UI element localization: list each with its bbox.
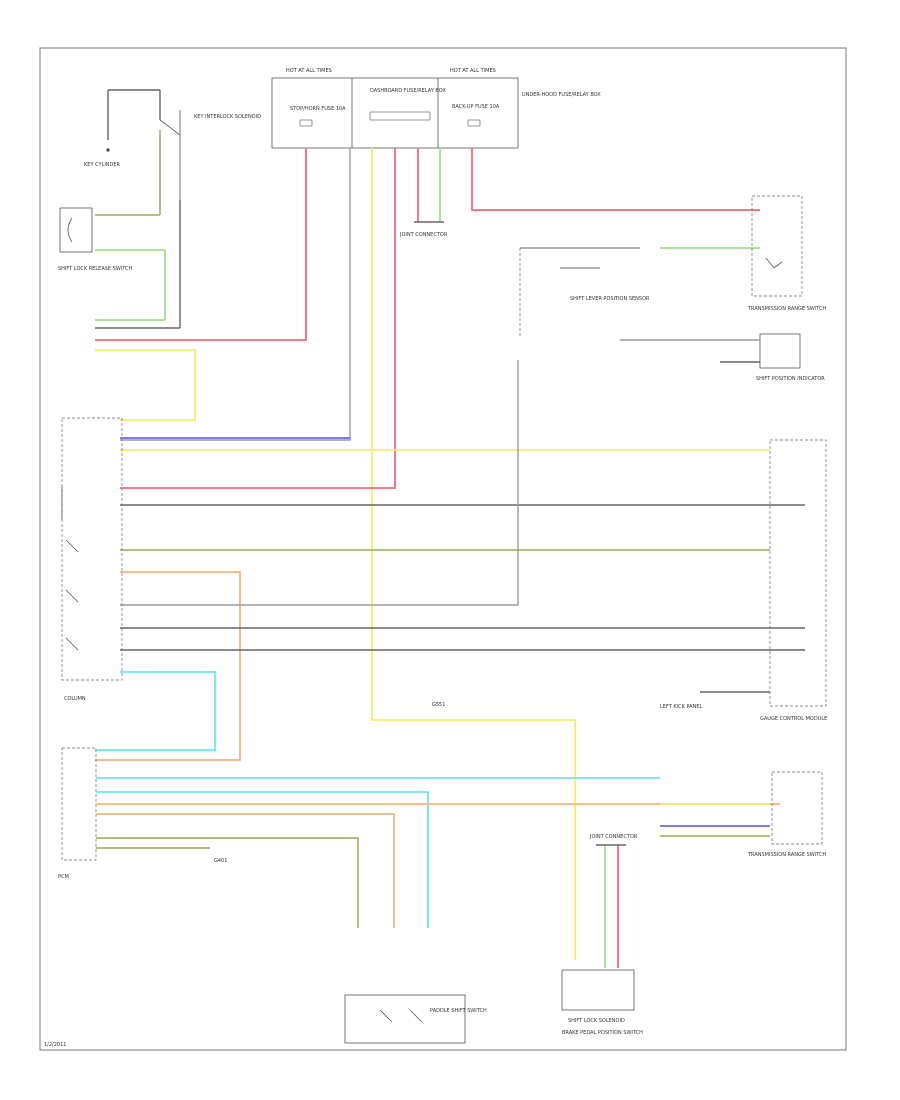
gray-wire-mid [120, 148, 351, 441]
red-wire-backup [471, 148, 760, 211]
yellow-wire-long [371, 148, 576, 960]
pcm-label: PCM [58, 874, 69, 880]
shift-lock-solenoid-label: SHIFT LOCK SOLENOID [568, 1018, 625, 1024]
steering-switch-label: PADDLE SHIFT SWITCH [430, 1008, 487, 1014]
corner-ref: 1/2/2011 [44, 1042, 66, 1048]
key-cylinder: KEY CYLINDER KEY INTERLOCK SOLENOID [84, 89, 261, 216]
yellow-wire-left [95, 349, 196, 421]
joint-connector-top-label: JOINT CONNECTOR [399, 232, 448, 238]
key-cylinder-label: KEY CYLINDER [84, 162, 121, 168]
shift-lock-release-block: COLUMN [61, 417, 123, 702]
g401-left-label: G401 [214, 858, 227, 864]
gauge-assembly-label: GAUGE CONTROL MODULE [760, 716, 827, 722]
orange-wire-h1 [95, 571, 241, 761]
transmission-range-label: TRANSMISSION RANGE SWITCH [747, 306, 826, 312]
right-lower-label: TRANSMISSION RANGE SWITCH [747, 852, 826, 858]
shift-lever-label: SHIFT LEVER POSITION SENSOR [570, 296, 650, 302]
brake-pedal-switch-label: BRAKE PEDAL POSITION SWITCH [562, 1030, 643, 1036]
dashboard-box-label: DASHBOARD FUSE/RELAY BOX [370, 88, 446, 94]
shift-lock-solenoid: SHIFT LOCK SOLENOID BRAKE PEDAL POSITION… [561, 969, 643, 1036]
transmission-range-switch: TRANSMISSION RANGE SWITCH [747, 195, 826, 312]
shift-position-label: SHIFT POSITION INDICATOR [756, 376, 825, 382]
column-label: COLUMN [64, 696, 86, 702]
joint-connector-mid-label: JOINT CONNECTOR [589, 834, 638, 840]
cyan-wire-h1 [95, 671, 216, 751]
fuse-stop-horn-label: STOP/HORN FUSE 10A [290, 106, 346, 112]
gray-wire-h2 [120, 360, 519, 606]
shift-lock-switch-label: SHIFT LOCK RELEASE SWITCH [58, 266, 133, 272]
interlock-solenoid-label: KEY INTERLOCK SOLENOID [194, 114, 261, 120]
red-wire-long [120, 148, 396, 489]
dashboard-fuse-box: HOT AT ALL TIMES HOT AT ALL TIMES DASHBO… [271, 68, 601, 149]
paddle-shift-switch: PADDLE SHIFT SWITCH [344, 994, 487, 1044]
fuse-backup-label: BACK-UP FUSE 10A [452, 104, 500, 110]
underhood-box-label: UNDER-HOOD FUSE/RELAY BOX [522, 92, 601, 98]
diagram-frame [39, 47, 847, 1051]
shift-lock-switch: SHIFT LOCK RELEASE SWITCH [58, 200, 181, 329]
pcm-block: PCM G401 [58, 747, 780, 928]
red-wire-stop-fuse [95, 148, 307, 341]
shift-position-indicator: SHIFT POSITION INDICATOR [756, 333, 825, 382]
gauge-control-module: GAUGE CONTROL MODULE LEFT KICK PANEL [660, 439, 827, 722]
g-bottom-label: G551 [432, 702, 445, 708]
fuse-box-left-label: HOT AT ALL TIMES [286, 68, 332, 74]
fuse-box-right-label: HOT AT ALL TIMES [450, 68, 496, 74]
right-lower-connector: TRANSMISSION RANGE SWITCH [660, 771, 826, 858]
left-kick-panel-label: LEFT KICK PANEL [660, 704, 703, 710]
